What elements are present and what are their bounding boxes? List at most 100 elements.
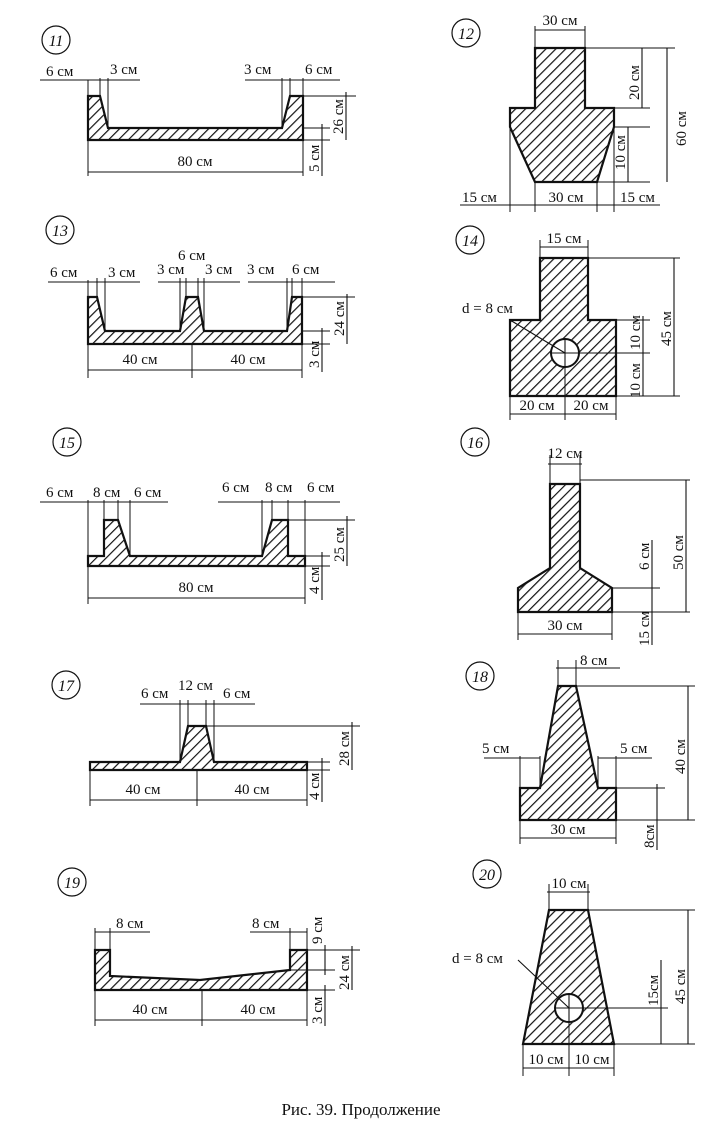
dim-label: 8 см — [252, 916, 280, 932]
dim-label: 40 см — [231, 352, 266, 368]
figure-20: 20 10 см d = 8 см 15см 45 см 10 см 10 см — [452, 859, 695, 1076]
dim-label: 3 см — [205, 262, 233, 278]
figure-number-circle — [45, 215, 75, 245]
dim-label: 6 см — [46, 485, 74, 501]
dim-label: 80 см — [179, 580, 214, 596]
dim-label: 4 см — [307, 772, 323, 800]
figure-number-circle — [51, 670, 81, 700]
dim-label: 6 см — [178, 248, 206, 264]
dim-label: 40 см — [241, 1002, 276, 1018]
figure-number-circle — [472, 859, 502, 889]
figure-number: 18 — [472, 669, 488, 686]
dim-label: 4 см — [307, 566, 323, 594]
dim-label: 8 см — [93, 485, 121, 501]
dim-label: 3 см — [108, 265, 136, 281]
dim-label: 40 см — [133, 1002, 168, 1018]
dim-label: 24 см — [332, 301, 348, 336]
dim-label: 3 см — [307, 340, 323, 368]
dim-label: 3 см — [247, 262, 275, 278]
figure-number: 12 — [458, 26, 474, 43]
dim-label: 45 см — [659, 311, 675, 346]
profile-shape — [516, 482, 614, 614]
dim-label: 9 см — [310, 916, 326, 944]
dim-label: 20 см — [627, 65, 643, 100]
dim-label: 25 см — [332, 527, 348, 562]
dim-label: 10 см — [552, 876, 587, 892]
dim-label: 6 см — [222, 480, 250, 496]
dim-label: 6 см — [141, 686, 169, 702]
figure-number-circle — [455, 225, 485, 255]
dim-label: 60 см — [674, 111, 690, 146]
dim-label: 3 см — [310, 996, 326, 1024]
profile-shape — [508, 256, 618, 398]
dim-label: 40 см — [673, 739, 689, 774]
dim-label: 8 см — [580, 653, 608, 669]
dim-label: 6 см — [637, 542, 653, 570]
figure-number-circle — [52, 427, 82, 457]
figure-13: 13 6 см 3 см 6 см 3 см 3 см 3 см 6 см 24… — [45, 215, 355, 378]
figure-number: 19 — [64, 875, 80, 892]
dim-label: d = 8 см — [462, 301, 513, 317]
dim-label: 10 см — [628, 363, 644, 398]
figure-18: 18 8 см 5 см 5 см 40 см 8см 30 см — [465, 653, 695, 850]
figure-number: 13 — [52, 223, 68, 240]
dim-label: 20 см — [520, 398, 555, 414]
figure-number: 14 — [462, 233, 478, 250]
dim-label: 45 см — [673, 969, 689, 1004]
profile-shape — [518, 684, 618, 822]
figure-number-circle — [465, 661, 495, 691]
profile-shape — [86, 94, 305, 142]
dim-label: 12 см — [548, 446, 583, 462]
dim-label: 12 см — [178, 678, 213, 694]
dim-label: d = 8 см — [452, 951, 503, 967]
dim-label: 40 см — [126, 782, 161, 798]
dim-label: 10 см — [529, 1052, 564, 1068]
profile-shape — [93, 948, 309, 992]
dim-label: 8 см — [265, 480, 293, 496]
figure-number: 15 — [59, 435, 75, 452]
figure-19: 19 8 см 8 см 9 см 24 см 3 см 40 см 40 см — [57, 867, 360, 1026]
dim-label: 30 см — [551, 822, 586, 838]
dim-label: 26 см — [331, 99, 347, 134]
figure-15: 15 6 см 8 см 6 см 6 см 8 см 6 см 25 см 4… — [40, 427, 355, 604]
dim-label: 5 см — [620, 741, 648, 757]
figure-number-circle — [41, 25, 71, 55]
figure-caption: Рис. 39. Продолжение — [281, 1100, 441, 1119]
dim-label: 20 см — [574, 398, 609, 414]
figure-11: 11 6 см 3 см 3 см 6 см 26 см 5 см 80 см — [40, 25, 356, 176]
dim-label: 6 см — [223, 686, 251, 702]
profile-shape — [86, 295, 304, 346]
figure-number: 20 — [479, 867, 495, 884]
dim-label: 30 см — [543, 13, 578, 29]
dim-label: 6 см — [305, 62, 333, 78]
dim-label: 28 см — [337, 731, 353, 766]
dim-label: 3 см — [157, 262, 185, 278]
figure-number-circle — [460, 427, 490, 457]
dim-label: 6 см — [307, 480, 335, 496]
dim-label: 6 см — [50, 265, 78, 281]
dim-label: 80 см — [178, 154, 213, 170]
figure-12: 12 30 см 20 см 60 см 10 см 15 см 30 см 1… — [451, 13, 690, 212]
dim-label: 8см — [642, 824, 658, 848]
dim-label: 24 см — [337, 955, 353, 990]
dim-label: 6 см — [46, 64, 74, 80]
dim-label: 15 см — [637, 611, 653, 646]
dim-label: 5 см — [482, 741, 510, 757]
figure-14: 14 15 см d = 8 см 10 см 45 см 10 см 20 с… — [455, 225, 680, 420]
dim-label: 3 см — [110, 62, 138, 78]
dim-label: 40 см — [123, 352, 158, 368]
dim-label: 8 см — [116, 916, 144, 932]
dim-label: 10 см — [613, 135, 629, 170]
figure-number-circle — [57, 867, 87, 897]
dim-label: 10 см — [575, 1052, 610, 1068]
dim-label: 30 см — [548, 618, 583, 634]
dim-label: 6 см — [292, 262, 320, 278]
dim-label: 15 см — [620, 190, 655, 206]
figure-number-circle — [451, 18, 481, 48]
dim-label: 15см — [646, 974, 662, 1006]
figure-number: 11 — [49, 33, 64, 50]
dim-label: 30 см — [549, 190, 584, 206]
dim-label: 15 см — [547, 231, 582, 247]
dim-label: 15 см — [462, 190, 497, 206]
figure-16: 16 12 см 6 см 50 см 15 см 30 см — [460, 427, 690, 646]
